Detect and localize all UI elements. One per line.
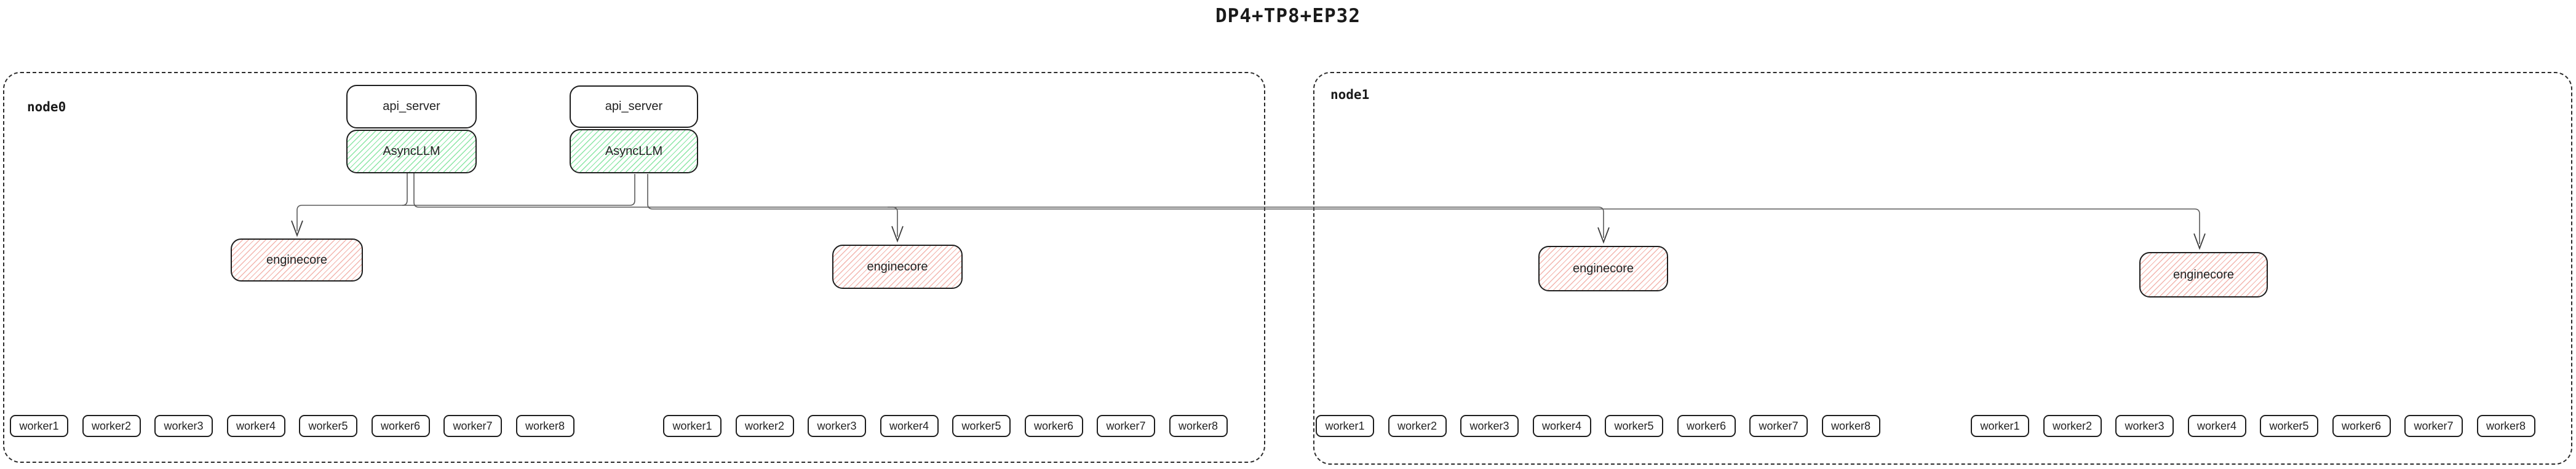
worker-box: worker4 bbox=[880, 415, 939, 437]
worker-box: worker1 bbox=[1316, 415, 1374, 437]
worker-box: worker1 bbox=[1971, 415, 2029, 437]
api-server-box-2: api_server bbox=[570, 85, 698, 128]
worker-group-2: worker1 worker2 worker3 worker4 worker5 … bbox=[663, 415, 1228, 437]
node0-box bbox=[3, 72, 1265, 463]
api-server-box-1: api_server bbox=[346, 85, 477, 128]
worker-box: worker5 bbox=[952, 415, 1011, 437]
worker-box: worker2 bbox=[1388, 415, 1447, 437]
worker-group-1: worker1 worker2 worker3 worker4 worker5 … bbox=[10, 415, 574, 437]
worker-box: worker1 bbox=[10, 415, 68, 437]
worker-box: worker7 bbox=[1749, 415, 1808, 437]
worker-box: worker3 bbox=[154, 415, 213, 437]
enginecore-box-2: enginecore bbox=[832, 245, 963, 289]
worker-box: worker8 bbox=[1821, 415, 1880, 437]
worker-box: worker7 bbox=[2404, 415, 2463, 437]
worker-box: worker4 bbox=[2187, 415, 2246, 437]
asyncllm-box-1: AsyncLLM bbox=[346, 130, 477, 173]
worker-box: worker1 bbox=[663, 415, 722, 437]
worker-box: worker7 bbox=[1097, 415, 1155, 437]
worker-box: worker8 bbox=[515, 415, 574, 437]
worker-box: worker5 bbox=[2260, 415, 2318, 437]
worker-box: worker4 bbox=[1532, 415, 1591, 437]
worker-box: worker2 bbox=[82, 415, 141, 437]
worker-box: worker6 bbox=[1024, 415, 1083, 437]
worker-group-4: worker1 worker2 worker3 worker4 worker5 … bbox=[1971, 415, 2535, 437]
worker-box: worker6 bbox=[2332, 415, 2391, 437]
asyncllm-box-2: AsyncLLM bbox=[570, 129, 698, 173]
node0-label: node0 bbox=[27, 100, 66, 114]
worker-group-3: worker1 worker2 worker3 worker4 worker5 … bbox=[1316, 415, 1880, 437]
worker-box: worker6 bbox=[1677, 415, 1736, 437]
enginecore-box-3: enginecore bbox=[1538, 246, 1668, 291]
worker-box: worker3 bbox=[808, 415, 866, 437]
worker-box: worker3 bbox=[2115, 415, 2174, 437]
worker-box: worker7 bbox=[443, 415, 502, 437]
worker-box: worker2 bbox=[735, 415, 794, 437]
enginecore-box-4: enginecore bbox=[2139, 252, 2268, 298]
enginecore-box-1: enginecore bbox=[231, 238, 363, 282]
diagram-title: DP4+TP8+EP32 bbox=[1215, 5, 1361, 27]
worker-box: worker5 bbox=[299, 415, 357, 437]
worker-box: worker4 bbox=[226, 415, 285, 437]
node1-label: node1 bbox=[1330, 87, 1370, 102]
worker-box: worker8 bbox=[1169, 415, 1228, 437]
worker-box: worker8 bbox=[2476, 415, 2535, 437]
worker-box: worker6 bbox=[371, 415, 430, 437]
worker-box: worker5 bbox=[1605, 415, 1663, 437]
worker-box: worker3 bbox=[1460, 415, 1519, 437]
worker-box: worker2 bbox=[2043, 415, 2102, 437]
node1-box bbox=[1313, 72, 2572, 465]
